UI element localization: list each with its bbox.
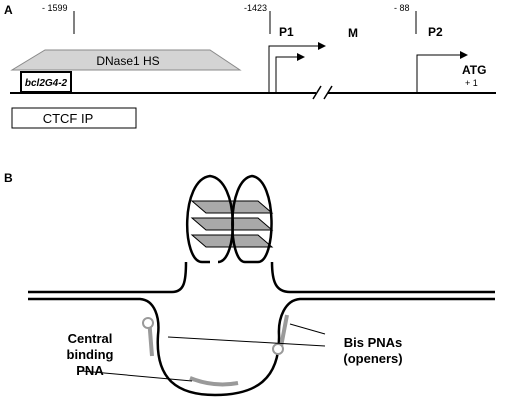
bcl2g4-probe-label: bcl2G4-2 bbox=[25, 78, 68, 89]
break-mark-left bbox=[312, 85, 322, 100]
central-pna-label-line2: binding bbox=[67, 347, 114, 362]
p1-arrow-inner bbox=[275, 56, 297, 92]
p1-label: P1 bbox=[279, 25, 294, 39]
dna-top-strand-left bbox=[28, 261, 188, 294]
central-pna-strand bbox=[189, 376, 239, 387]
bis-pna-pointer-left bbox=[167, 336, 326, 347]
bis-pna-left-linker bbox=[142, 317, 154, 329]
central-pna-label-line1: Central bbox=[68, 331, 113, 346]
m-label: M bbox=[348, 26, 358, 40]
bis-pna-pointer-right bbox=[289, 323, 326, 335]
central-pna-pointer bbox=[81, 370, 193, 382]
bis-pna-right-linker bbox=[272, 343, 284, 355]
central-pna-label-line3: PNA bbox=[76, 363, 104, 378]
bis-pna-right bbox=[272, 314, 289, 355]
position-88-label: - 88 bbox=[394, 3, 410, 13]
p2-arrow bbox=[416, 54, 460, 92]
ctcf-ip-label: CTCF IP bbox=[43, 111, 94, 126]
g4-right-loop bbox=[231, 174, 273, 264]
p1-arrow-outer bbox=[268, 45, 318, 92]
dnase-hs-region bbox=[10, 49, 242, 71]
atg-label: ATG bbox=[462, 63, 486, 77]
ctcf-ip-box bbox=[11, 107, 137, 129]
panel-a-label: A bbox=[4, 3, 13, 17]
p1-arrow-inner-head bbox=[297, 53, 305, 61]
panel-b-label: B bbox=[4, 171, 13, 185]
bis-pna-left bbox=[142, 317, 154, 357]
p2-arrow-head bbox=[460, 51, 468, 59]
dna-bottom-strand-loop bbox=[28, 297, 495, 397]
p2-label: P2 bbox=[428, 25, 443, 39]
bis-pna-label-line2: (openers) bbox=[343, 351, 402, 366]
plus-one-label: + 1 bbox=[465, 78, 478, 88]
g4-left-loop bbox=[186, 174, 234, 264]
p1-arrow-outer-head bbox=[318, 42, 326, 50]
dnase-hs-label: DNase1 HS bbox=[96, 54, 159, 68]
g-quadruplex-stack bbox=[190, 200, 274, 248]
dna-top-strand-right bbox=[270, 261, 495, 294]
position-1423-label: -1423 bbox=[244, 3, 267, 13]
position-1599-label: - 1599 bbox=[42, 3, 68, 13]
bis-pna-label-line1: Bis PNAs bbox=[344, 335, 403, 350]
break-mark-right bbox=[323, 85, 333, 100]
